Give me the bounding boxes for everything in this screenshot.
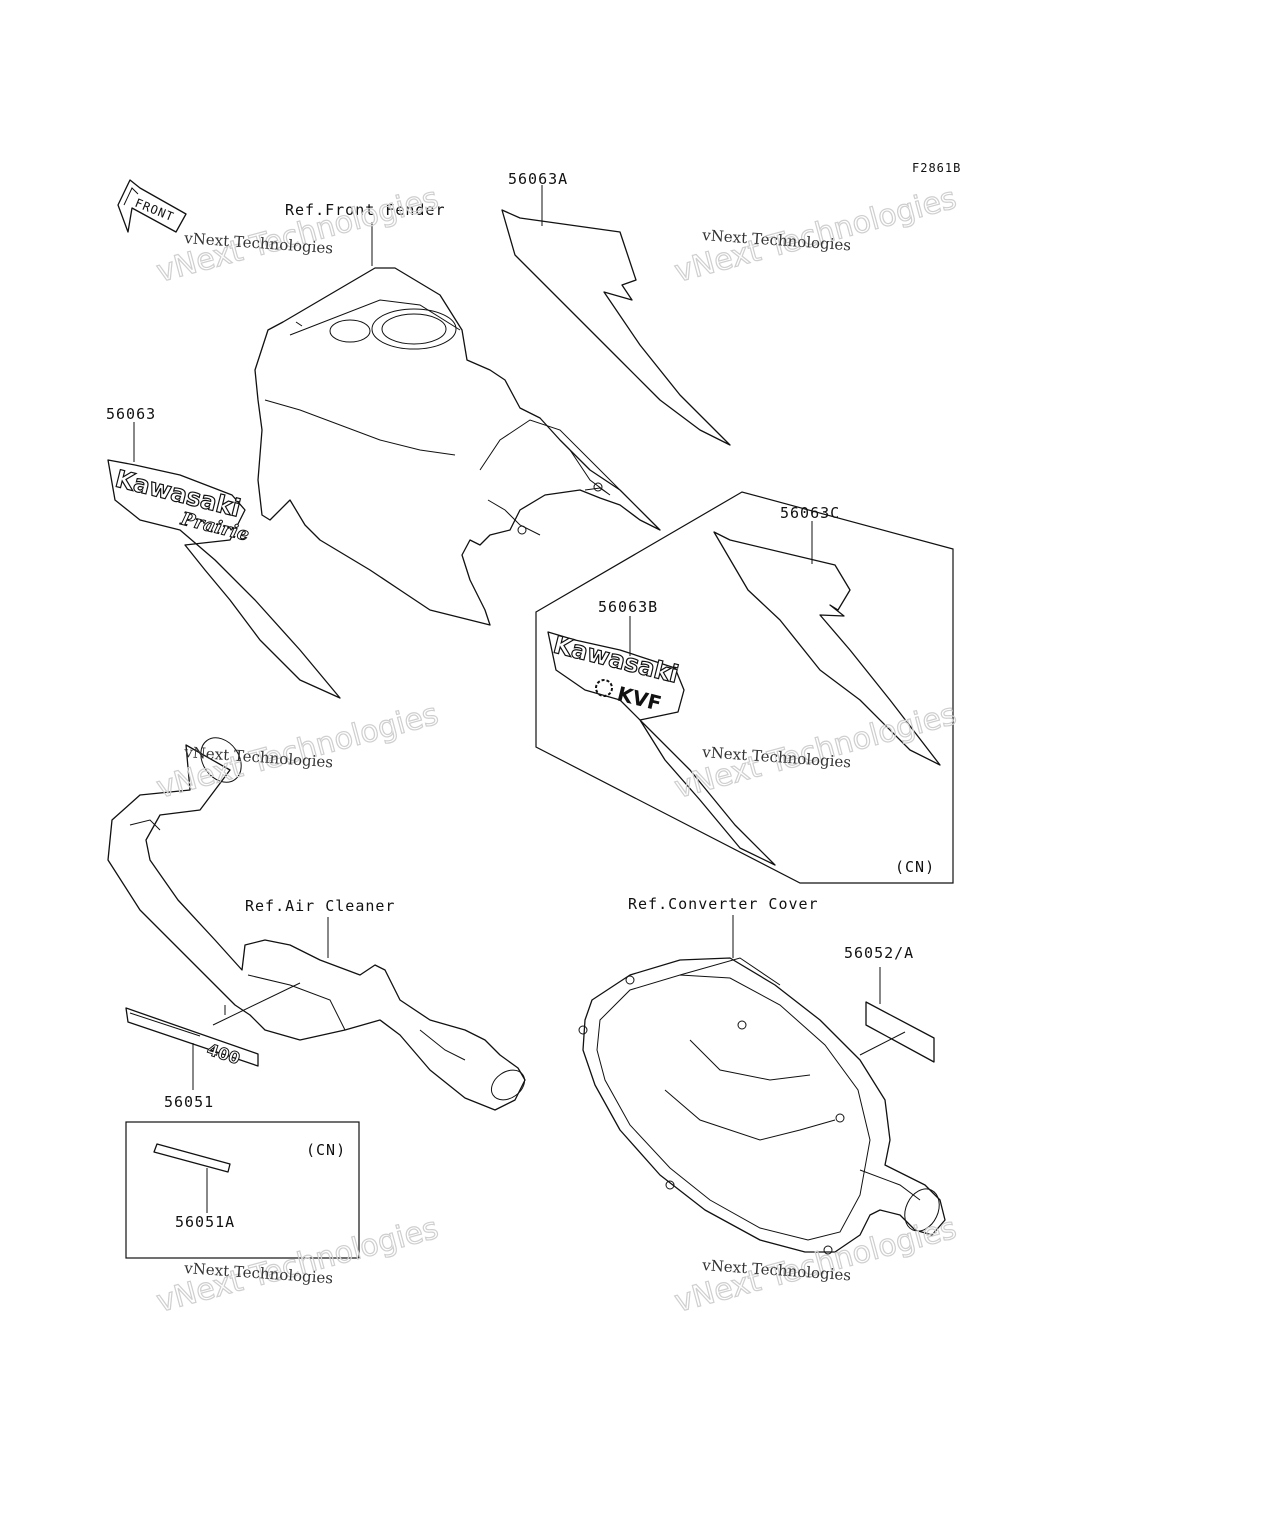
- watermark-3: vNext Technologies vNext Technologies: [152, 696, 442, 806]
- decal-56052A: [865, 1001, 935, 1063]
- watermark-4: vNext Technologies vNext Technologies: [670, 696, 960, 806]
- decal-400-text: 400: [205, 1040, 243, 1068]
- callout-56063C: 56063C: [780, 504, 840, 522]
- callout-front-fender: Ref.Front Fender: [285, 201, 446, 219]
- cn-tag-upper: (CN): [895, 858, 935, 876]
- watermark-1: vNext Technologies vNext Technologies: [152, 180, 442, 290]
- watermark-2: vNext Technologies vNext Technologies: [670, 180, 960, 290]
- decal-56063: Kawasaki Prairie: [107, 459, 341, 699]
- decal-56051A: [153, 1143, 231, 1173]
- callout-56063A: 56063A: [508, 170, 568, 188]
- watermark-6: vNext Technologies vNext Technologies: [670, 1210, 960, 1320]
- kawasaki-emblem-icon: [595, 679, 613, 697]
- callout-air-cleaner: Ref.Air Cleaner: [245, 897, 395, 915]
- callout-56052A: 56052/A: [844, 944, 914, 962]
- callout-56063B: 56063B: [598, 598, 658, 616]
- cn-box-lower: [125, 1121, 360, 1259]
- callout-converter-cover: Ref.Converter Cover: [628, 895, 819, 913]
- decal-56063C: [713, 531, 941, 766]
- cn-box-upper: [535, 491, 954, 884]
- decal-56051: 400: [125, 1007, 259, 1069]
- callout-56051: 56051: [164, 1093, 214, 1111]
- front-arrow-icon: FRONT: [117, 179, 187, 233]
- figure-code: F2861B: [912, 161, 961, 175]
- decal-56063A: [501, 209, 731, 446]
- callout-56063: 56063: [106, 405, 156, 423]
- air-cleaner-part: [107, 737, 526, 1111]
- converter-cover-part: [578, 957, 946, 1255]
- front-fender-part: [254, 267, 661, 626]
- cn-tag-lower: (CN): [306, 1141, 346, 1159]
- callout-56051A: 56051A: [175, 1213, 235, 1231]
- decal-kvf-text: KVF: [615, 682, 664, 716]
